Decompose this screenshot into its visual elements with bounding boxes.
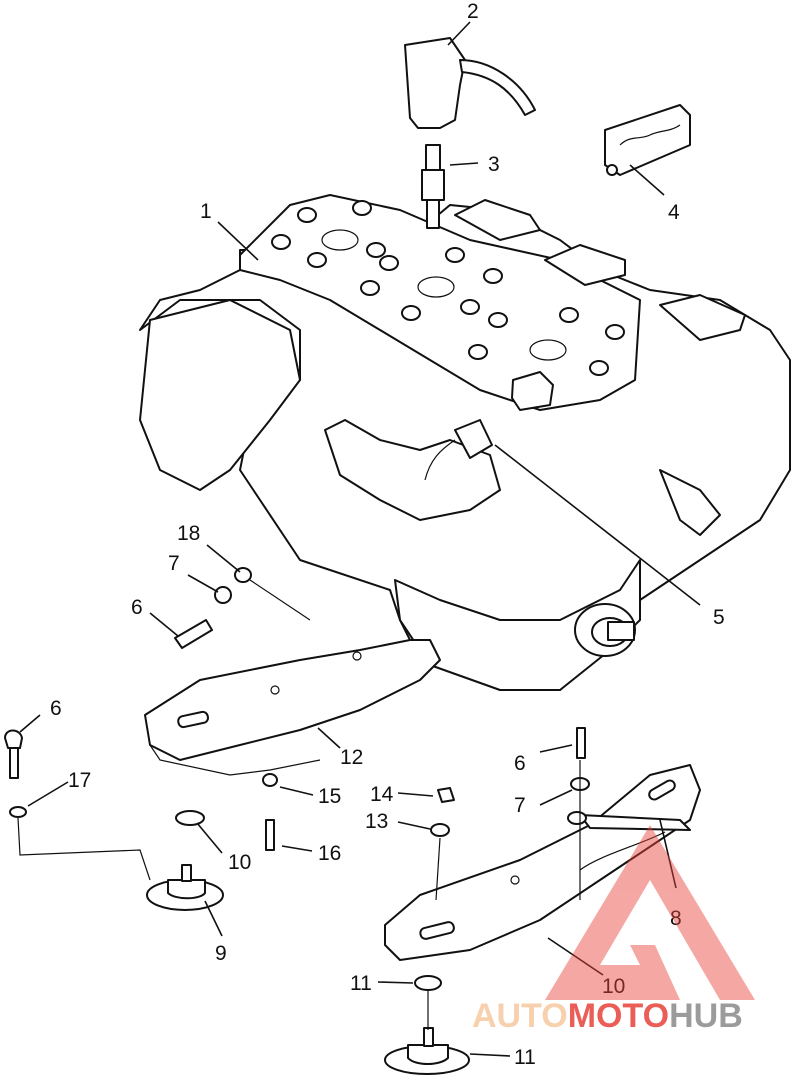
callout-8: 8: [670, 907, 682, 930]
callout-labels: 2 3 4 1 5 18 7 6 6 17 12 15 16 10 9 6 7 …: [50, 0, 725, 1069]
watermark-auto: AUTO: [472, 997, 568, 1035]
callout-18: 18: [177, 522, 200, 545]
callout-6-mid: 6: [131, 596, 143, 619]
spark-plug: [421, 144, 445, 229]
callout-10-right: 11: [514, 1046, 536, 1069]
rubber-mount-right: [384, 1027, 470, 1075]
callout-2: 2: [467, 0, 479, 23]
callout-11-right: 11: [350, 972, 372, 995]
watermark-moto: MOTO: [568, 997, 669, 1035]
callout-15: 15: [318, 785, 341, 808]
svg-text:AUTOMOTOHUB: AUTOMOTOHUB: [472, 997, 743, 1035]
callout-14: 12: [340, 746, 363, 769]
callout-12: 13: [365, 810, 388, 833]
callout-6-right: 6: [514, 752, 526, 775]
rubber-mount-left: [146, 864, 224, 911]
callout-11-left: 10: [228, 851, 251, 874]
front-mount-plate: [144, 639, 441, 776]
head-bolts: [271, 200, 625, 376]
callout-16: 16: [318, 842, 341, 865]
callout-17: 17: [68, 769, 91, 792]
watermark-logo: AUTOMOTOHUB: [472, 825, 755, 1035]
callout-5: 5: [713, 606, 725, 629]
callout-9: 10: [602, 975, 625, 998]
callout-3: 3: [488, 153, 500, 176]
callout-4: 4: [668, 201, 680, 224]
fasteners: [4, 567, 590, 991]
callout-7-left: 7: [168, 552, 180, 575]
assembly-guide-lines: [17, 760, 581, 1030]
callout-6-top-left: 6: [50, 697, 62, 720]
mount-strap: [579, 814, 691, 871]
callout-7-right: 7: [514, 794, 526, 817]
watermark-triangle-icon: [545, 825, 755, 1000]
callout-13: 14: [370, 783, 394, 806]
callout-1: 1: [200, 200, 212, 223]
leader-lines: [19, 21, 701, 1057]
callout-10-left: 9: [215, 942, 227, 965]
spark-plug-cap: [404, 37, 536, 129]
watermark-hub: HUB: [669, 997, 743, 1035]
temperature-sensor: [424, 419, 493, 481]
rear-cover-plate: [604, 104, 691, 176]
rear-mount-plate: [384, 764, 701, 961]
